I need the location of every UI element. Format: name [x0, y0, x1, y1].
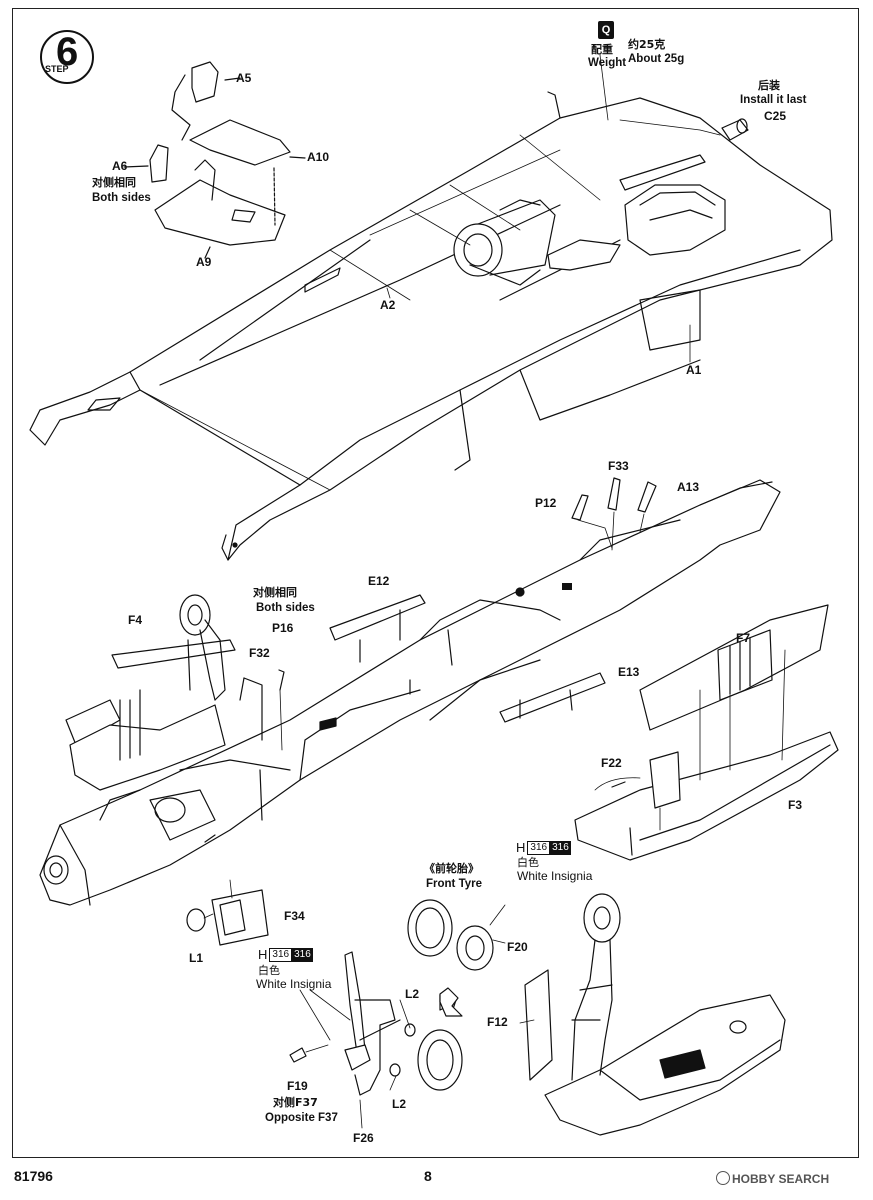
install-last-cn: 后装	[758, 79, 780, 92]
part-c25: C25	[764, 109, 787, 123]
part-f32: F32	[249, 646, 270, 660]
watermark-logo-icon	[716, 1171, 730, 1185]
nose-gear-strut-left	[289, 951, 463, 1129]
both-sides-cn-top: 对侧相同	[92, 176, 136, 189]
part-a5: A5	[236, 71, 252, 85]
part-a2: A2	[380, 298, 396, 312]
part-p12: P12	[535, 496, 557, 510]
step-word: STEP	[45, 64, 69, 74]
panels-f7-f3	[574, 604, 839, 861]
part-f22: F22	[601, 756, 622, 770]
part-a10: A10	[307, 150, 330, 164]
part-f20: F20	[507, 940, 528, 954]
part-l2-upper: L2	[405, 987, 420, 1001]
decal-code-outline: 316	[527, 840, 551, 855]
cockpit-tub	[547, 154, 726, 271]
decal-sheet-letter: H	[516, 840, 526, 855]
decal-code-outline: 316	[269, 947, 293, 962]
decal-sheet-letter: H	[258, 947, 268, 962]
part-l2-lower: L2	[392, 1097, 407, 1111]
weight-label-cn: 配重	[591, 43, 613, 56]
install-last-en: Install it last	[740, 94, 807, 106]
both-sides-en-top: Both sides	[92, 192, 151, 204]
kit-number: 81796	[14, 1168, 53, 1184]
wheel-f4-assembly	[179, 594, 226, 701]
part-a9: A9	[196, 255, 212, 269]
part-f3: F3	[788, 798, 803, 812]
opposite-en: Opposite F37	[265, 1112, 338, 1124]
part-f34: F34	[284, 909, 305, 923]
part-a13: A13	[677, 480, 700, 494]
hollow-arrow-down	[439, 987, 463, 1017]
parts-a5-a10-a9	[123, 61, 306, 259]
decal-code-filled: 316	[292, 947, 313, 962]
page-border	[12, 8, 859, 1158]
weight-amount-cn: 约25克	[628, 38, 666, 51]
page-number: 8	[424, 1168, 432, 1184]
decal-code-filled: 316	[550, 840, 571, 855]
part-a6: A6	[112, 159, 128, 173]
insignia-color-en-left: White Insignia	[256, 977, 332, 991]
engine-assembly	[453, 199, 556, 286]
part-l1: L1	[189, 951, 204, 965]
front-tyre-f20	[407, 899, 506, 971]
guide-lines-top	[139, 54, 721, 491]
insignia-color-cn-left: 白色	[258, 964, 280, 977]
step-badge: 6 STEP	[40, 30, 94, 84]
parts-f34-l1	[186, 879, 269, 946]
part-f12: F12	[487, 1015, 508, 1029]
part-f19: F19	[287, 1079, 308, 1093]
opposite-cn: 对侧F37	[273, 1096, 318, 1109]
part-p16: P16	[272, 621, 294, 635]
part-f7: F7	[736, 631, 751, 645]
weight-amount-en: About 25g	[628, 53, 685, 65]
insignia-color-cn-right: 白色	[517, 856, 539, 869]
parts-p12-f33-a13	[571, 477, 657, 551]
insignia-decal-right: H 316 316	[516, 840, 571, 855]
part-f33: F33	[608, 459, 629, 473]
watermark: HOBBY SEARCH	[716, 1171, 829, 1186]
part-e12: E12	[368, 574, 390, 588]
small-part-c25	[721, 118, 749, 141]
insignia-decal-left: H 316 316	[258, 947, 313, 962]
nose-gear-bay-right	[519, 893, 786, 1136]
nose-bay-parts	[65, 639, 236, 841]
insignia-color-en-right: White Insignia	[517, 869, 593, 883]
both-sides-cn-mid: 对侧相同	[253, 586, 297, 599]
both-sides-en-mid: Both sides	[256, 602, 315, 614]
parts-p16-f32	[239, 669, 285, 751]
part-a1: A1	[686, 363, 702, 377]
part-e13: E13	[618, 665, 640, 679]
part-f4: F4	[128, 613, 143, 627]
weight-label-en: Weight	[588, 57, 627, 69]
step-number: 6	[56, 30, 79, 74]
parts-e12-e13	[329, 594, 606, 723]
front-tyre-en: Front Tyre	[426, 878, 483, 890]
weight-icon: Q	[598, 21, 614, 39]
watermark-text: HOBBY SEARCH	[732, 1172, 830, 1186]
front-tyre-cn: 《前轮胎》	[424, 862, 479, 875]
part-f26: F26	[353, 1131, 374, 1145]
